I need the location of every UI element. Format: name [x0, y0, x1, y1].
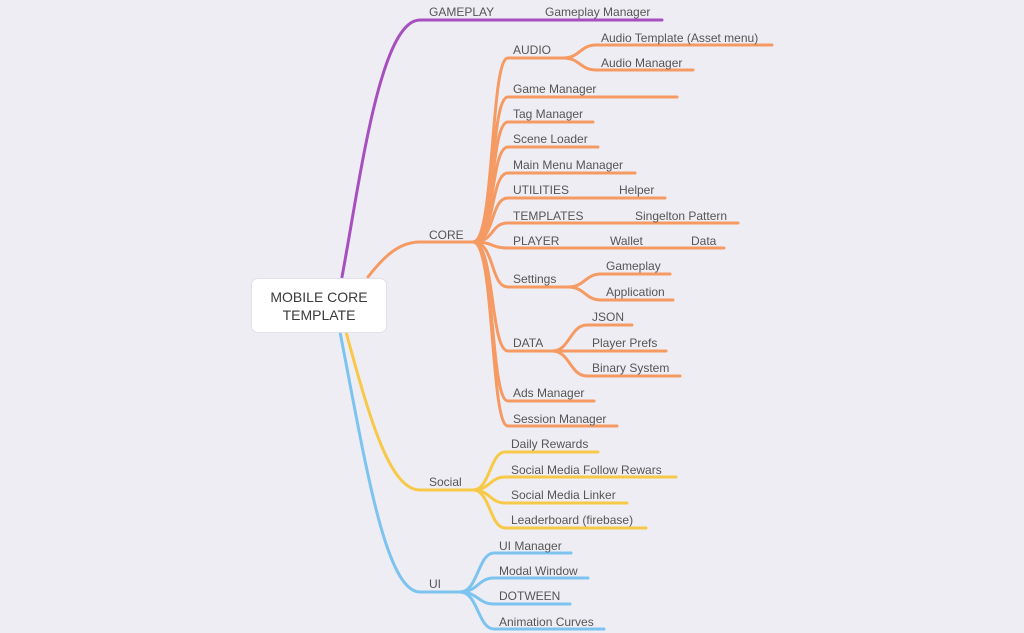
gameplay-manager-node[interactable]: Gameplay Manager — [545, 5, 650, 19]
player-node[interactable]: PLAYER — [513, 234, 560, 248]
animation-curves-node[interactable]: Animation Curves — [499, 615, 594, 629]
connector-root-gameplay — [340, 18, 422, 279]
audio-template-node[interactable]: Audio Template (Asset menu) — [601, 31, 758, 45]
root-title-line1: MOBILE CORE — [270, 288, 368, 305]
settings-application-node[interactable]: Application — [606, 285, 665, 299]
connector-ui-curves — [458, 590, 606, 631]
player-data-node[interactable]: Data — [691, 234, 717, 248]
daily-rewards-node[interactable]: Daily Rewards — [511, 437, 588, 451]
connector-settings-application — [566, 285, 675, 302]
root-title-line2: TEMPLATE — [282, 306, 356, 323]
wallet-node[interactable]: Wallet — [610, 234, 644, 248]
scene-loader-node[interactable]: Scene Loader — [513, 132, 588, 146]
connector-core-player — [471, 240, 726, 250]
binary-system-node[interactable]: Binary System — [592, 361, 669, 375]
connector-audio-manager — [561, 56, 695, 72]
ui-manager-node[interactable]: UI Manager — [499, 539, 562, 553]
connector-core-session — [471, 240, 619, 428]
tag-manager-node[interactable]: Tag Manager — [513, 107, 583, 121]
utilities-node[interactable]: UTILITIES — [513, 183, 569, 197]
helper-node[interactable]: Helper — [619, 183, 654, 197]
social-linker-node[interactable]: Social Media Linker — [511, 488, 616, 502]
leaderboard-node[interactable]: Leaderboard (firebase) — [511, 513, 633, 527]
ui-branch — [338, 330, 606, 631]
connector-data-binary — [550, 349, 682, 378]
connector-root-core — [366, 240, 422, 279]
connector-root-ui — [338, 330, 422, 594]
dotween-node[interactable]: DOTWEEN — [499, 589, 560, 603]
main-menu-manager-node[interactable]: Main Menu Manager — [513, 158, 623, 172]
root-node[interactable]: MOBILE CORE TEMPLATE — [252, 279, 386, 332]
json-node[interactable]: JSON — [592, 310, 624, 324]
audio-node[interactable]: AUDIO — [513, 43, 551, 57]
session-manager-node[interactable]: Session Manager — [513, 412, 606, 426]
player-prefs-node[interactable]: Player Prefs — [592, 336, 657, 350]
templates-node[interactable]: TEMPLATES — [513, 209, 583, 223]
follow-rewards-node[interactable]: Social Media Follow Rewars — [511, 463, 662, 477]
audio-manager-node[interactable]: Audio Manager — [601, 56, 682, 70]
game-manager-node[interactable]: Game Manager — [513, 82, 596, 96]
settings-node[interactable]: Settings — [513, 272, 556, 286]
social-label[interactable]: Social — [429, 475, 462, 489]
core-branch — [366, 43, 774, 428]
connector-root-social — [344, 330, 422, 492]
core-label[interactable]: CORE — [429, 228, 464, 242]
social-branch — [344, 330, 678, 530]
singleton-pattern-node[interactable]: Singelton Pattern — [635, 209, 727, 223]
ui-label[interactable]: UI — [429, 577, 441, 591]
gameplay-branch — [340, 18, 664, 279]
data-node[interactable]: DATA — [513, 336, 543, 350]
settings-gameplay-node[interactable]: Gameplay — [606, 259, 661, 273]
connector-social-leaderboard — [471, 488, 648, 530]
connector-core-data — [471, 240, 554, 353]
gameplay-label[interactable]: GAMEPLAY — [429, 5, 494, 19]
ads-manager-node[interactable]: Ads Manager — [513, 386, 584, 400]
modal-window-node[interactable]: Modal Window — [499, 564, 578, 578]
